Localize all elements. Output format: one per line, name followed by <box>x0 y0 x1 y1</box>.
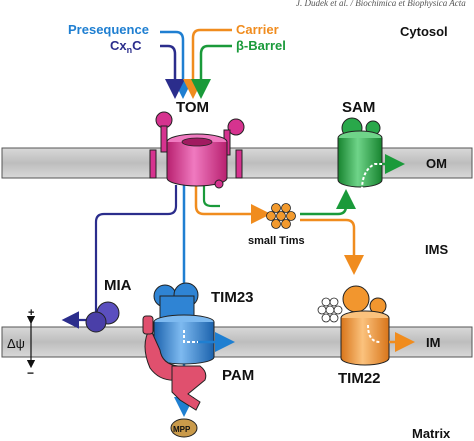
carrier-incoming-arrow <box>183 28 232 99</box>
pam-complex <box>142 315 207 411</box>
tom-complex <box>149 111 245 189</box>
tom-label: TOM <box>176 99 209 116</box>
cytosol-label: Cytosol <box>400 24 448 39</box>
header-citation: J. Dudek et al. / Biochimica et Biophysi… <box>296 0 466 8</box>
matrix-label: Matrix <box>412 426 451 441</box>
tim22-complex <box>317 285 415 366</box>
delta-psi-label: Δψ <box>7 336 25 351</box>
potential-minus: − <box>27 366 34 380</box>
tim22-label: TIM22 <box>338 370 381 387</box>
barrel-ims-path <box>202 185 220 208</box>
tom-receptor-right <box>227 118 245 136</box>
sam-complex <box>337 117 405 191</box>
small-tims-label: small Tims <box>248 235 305 247</box>
small-tims <box>266 203 296 229</box>
mpp-enzyme <box>170 418 198 438</box>
mpp-label: MPP <box>173 425 191 434</box>
om-label: OM <box>426 156 447 171</box>
mia-path <box>94 185 178 312</box>
ims-label: IMS <box>425 242 448 257</box>
tim23-label: TIM23 <box>211 289 254 306</box>
cxnc-incoming-arrow <box>160 44 185 99</box>
presequence-label: Presequence <box>68 22 149 37</box>
to-tim22-arrow <box>300 218 364 275</box>
mia-label: MIA <box>104 277 132 294</box>
sam-label: SAM <box>342 99 375 116</box>
barrel-label: β-Barrel <box>236 38 286 53</box>
to-sam-arrow <box>300 189 356 216</box>
potential-plus: + <box>28 307 34 319</box>
presequence-incoming-arrow <box>160 30 193 99</box>
barrel-incoming-arrow <box>191 44 232 99</box>
tim23-complex <box>153 282 235 365</box>
cxnc-label: CxnC <box>110 38 142 55</box>
carrier-label: Carrier <box>236 22 279 37</box>
to-small-tims-arrow <box>194 185 271 224</box>
mia-complex <box>85 301 120 333</box>
pam-label: PAM <box>222 367 254 384</box>
im-label: IM <box>426 335 440 350</box>
